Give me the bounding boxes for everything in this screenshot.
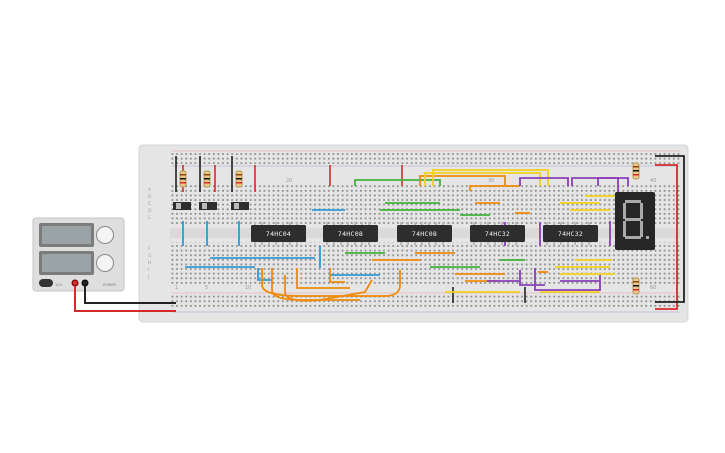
psu-negative-lead[interactable]	[84, 286, 176, 304]
ic-chip-74hc08[interactable]: 74HC08	[397, 222, 452, 245]
column-number: 1	[175, 285, 178, 291]
negative-terminal[interactable]	[81, 279, 89, 287]
power-supply: 12V POWER	[32, 217, 125, 292]
ic-label: 74HC08	[338, 230, 363, 238]
power-switch[interactable]	[39, 279, 53, 287]
bottom-power-rail	[170, 295, 680, 309]
positive-terminal[interactable]	[71, 279, 79, 287]
slide-switches	[173, 202, 249, 210]
psu-brand-label: POWER	[103, 283, 117, 287]
row-letter-a: A	[148, 187, 152, 193]
ic-label: 74HC08	[412, 230, 437, 238]
slide-switch[interactable]	[173, 202, 191, 210]
wires-yellow	[424, 169, 620, 293]
current-knob[interactable]	[96, 254, 114, 272]
top-power-rail-1	[170, 153, 680, 164]
column-number: 30	[488, 178, 494, 184]
row-letter-i: I	[148, 267, 149, 273]
seven-segment-digit	[623, 200, 649, 239]
psu-voltage-label: 12V	[55, 283, 62, 287]
seven-segment-display[interactable]	[615, 192, 655, 250]
column-number: 20	[286, 178, 292, 184]
column-number: 10	[245, 285, 251, 291]
ic-chip-74hc04[interactable]: 74HC04	[251, 222, 306, 245]
resistors	[179, 162, 640, 295]
slide-switch[interactable]	[199, 202, 217, 210]
ic-label: 74HC04	[266, 230, 291, 238]
column-number: 60	[650, 285, 656, 291]
column-number: 5	[205, 285, 208, 291]
right-power-wire-red[interactable]	[655, 164, 678, 310]
ic-label: 74HC32	[485, 230, 510, 238]
ic-chip-74hc08[interactable]: 74HC08	[323, 222, 378, 245]
row-letter-e: E	[148, 215, 151, 221]
row-letter-g: G	[148, 253, 152, 259]
wires-orange	[261, 175, 548, 302]
wires-green	[345, 179, 525, 268]
row-letter-b: B	[148, 194, 151, 200]
row-letter-d: D	[148, 208, 152, 214]
psu-positive-lead[interactable]	[74, 286, 176, 312]
slide-switch[interactable]	[231, 202, 249, 210]
row-letter-f: F	[148, 246, 151, 252]
rail-jumpers	[175, 156, 526, 303]
voltage-knob[interactable]	[96, 226, 114, 244]
ic-label: 74HC32	[558, 230, 583, 238]
row-letter-c: C	[148, 201, 151, 207]
row-letter-h: H	[148, 260, 151, 266]
ic-chips: 74HC04 74HC08 74HC08 74HC32 74HC32	[251, 222, 598, 245]
right-power-wire-black[interactable]	[655, 155, 685, 303]
ic-chip-74hc32[interactable]: 74HC32	[543, 222, 598, 245]
ic-chip-74hc32[interactable]: 74HC32	[470, 222, 525, 245]
column-number: 40	[650, 178, 656, 184]
row-letter-j: J	[147, 274, 149, 280]
terminal-strip-bottom	[170, 242, 680, 284]
wires-blue	[182, 209, 380, 281]
